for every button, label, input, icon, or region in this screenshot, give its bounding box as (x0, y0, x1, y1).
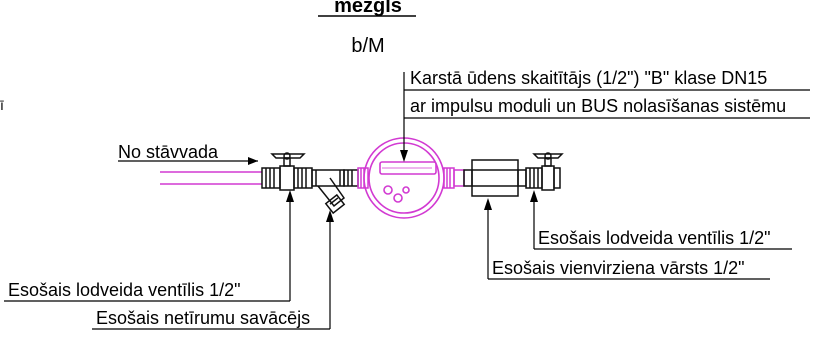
meter-dial (383, 185, 393, 195)
meter-label-line2: ar impulsu moduli un BUS nolasīšanas sis… (410, 96, 786, 116)
check-valve-label-text: Esošais vienvirziena vārsts 1/2" (492, 258, 745, 278)
valve-left-label: Esošais lodveida ventīlis 1/2" (4, 190, 294, 302)
meter-inlet-coupling (357, 167, 369, 189)
supply-pipe (160, 171, 262, 185)
valve-left-label-text: Esošais lodveida ventīlis 1/2" (8, 280, 241, 300)
edge-mark: ī (0, 97, 4, 113)
diagram-title: mezgls (334, 0, 402, 17)
meter-label: Karstā ūdens skaitītājs (1/2") "B" klase… (400, 68, 810, 162)
ball-valve-left (261, 152, 313, 191)
valve-right-label-text: Esošais lodveida ventīlis 1/2" (538, 228, 771, 248)
diagram-subtitle: b/M (351, 35, 384, 57)
check-valve (463, 159, 527, 197)
supply-label: No stāvvada (118, 142, 258, 165)
ball-valve-right (525, 152, 564, 191)
strainer-label-text: Esošais netīrumu savācējs (96, 308, 310, 328)
meter-inlet-fitting (343, 169, 359, 187)
valve-right-label: Esošais lodveida ventīlis 1/2" (530, 190, 792, 250)
strainer (311, 169, 346, 215)
strainer-label: Esošais netīrumu savācējs (92, 210, 334, 330)
check-valve-label: Esošais vienvirziena vārsts 1/2" (484, 198, 770, 280)
meter-label-line1: Karstā ūdens skaitītājs (1/2") "B" klase… (410, 68, 767, 88)
meter-outlet-coupling (443, 167, 465, 189)
supply-label-text: No stāvvada (118, 142, 219, 162)
meter-display (379, 161, 437, 175)
